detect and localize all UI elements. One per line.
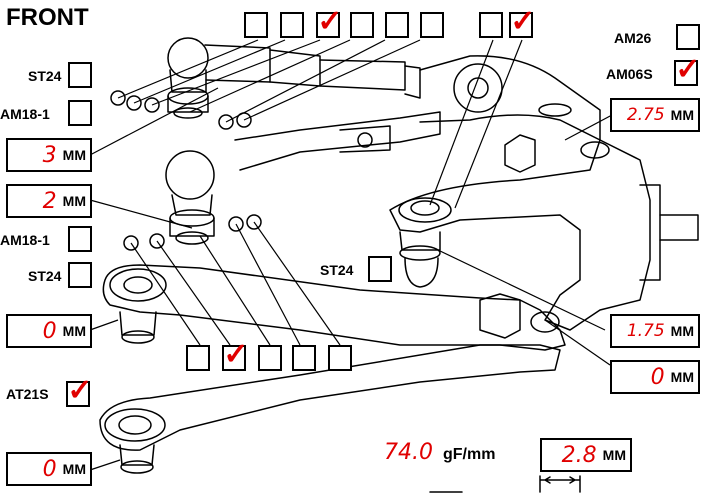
- check-mark-icon: [68, 256, 96, 288]
- label-st24-lower: ST24: [28, 268, 62, 284]
- check-mark-icon: [186, 339, 214, 371]
- check-mark-icon: [292, 339, 320, 371]
- check-mark-icon: [676, 18, 704, 50]
- check-mark-icon: [385, 6, 413, 38]
- checkbox-top-6[interactable]: [420, 12, 444, 38]
- check-mark-icon: ✓: [675, 53, 701, 86]
- label-st24-center: ST24: [320, 262, 354, 278]
- checkbox-top-1[interactable]: [244, 12, 268, 38]
- checkbox-st24-upper[interactable]: [68, 62, 92, 88]
- checkbox-am26[interactable]: [676, 24, 700, 50]
- checkbox-st24-lower[interactable]: [68, 262, 92, 288]
- check-mark-icon: [368, 250, 396, 282]
- checkbox-top-pair-2[interactable]: ✓: [509, 6, 536, 38]
- check-mark-icon: [328, 339, 356, 371]
- checkbox-mid-1[interactable]: [186, 345, 210, 371]
- check-mark-icon: [420, 6, 448, 38]
- label-at21s: AT21S: [6, 386, 49, 402]
- check-mark-icon: [68, 220, 96, 252]
- checkbox-top-5[interactable]: [385, 12, 409, 38]
- checkbox-st24-center[interactable]: [368, 256, 392, 282]
- checkbox-top-pair-1[interactable]: [479, 12, 503, 38]
- check-mark-icon: [280, 6, 308, 38]
- checkbox-mid-2[interactable]: ✓: [222, 339, 249, 371]
- check-mark-icon: [350, 6, 378, 38]
- check-mark-icon: ✓: [223, 338, 249, 371]
- label-am26: AM26: [614, 30, 652, 46]
- label-am18-lower: AM18-1: [0, 232, 50, 248]
- check-mark-icon: ✓: [317, 5, 343, 38]
- checkbox-am18-lower[interactable]: [68, 226, 92, 252]
- checkbox-am06s[interactable]: ✓: [674, 54, 701, 86]
- check-mark-icon: [68, 94, 96, 126]
- checkbox-am18-upper[interactable]: [68, 100, 92, 126]
- checkbox-mid-3[interactable]: [258, 345, 282, 371]
- checkbox-mid-4[interactable]: [292, 345, 316, 371]
- checkbox-top-3[interactable]: ✓: [316, 6, 343, 38]
- check-mark-icon: ✓: [67, 374, 93, 407]
- label-am06s: AM06S: [606, 66, 653, 82]
- check-mark-icon: ✓: [510, 5, 536, 38]
- checkbox-mid-5[interactable]: [328, 345, 352, 371]
- label-am18-upper: AM18-1: [0, 106, 50, 122]
- check-mark-icon: [479, 6, 507, 38]
- page-title: FRONT: [6, 4, 89, 31]
- check-mark-icon: [68, 56, 96, 88]
- checkbox-top-2[interactable]: [280, 12, 304, 38]
- label-st24-upper: ST24: [28, 68, 62, 84]
- check-mark-icon: [258, 339, 286, 371]
- check-mark-icon: [244, 6, 272, 38]
- checkbox-at21s[interactable]: ✓: [66, 375, 93, 407]
- checkbox-top-4[interactable]: [350, 12, 374, 38]
